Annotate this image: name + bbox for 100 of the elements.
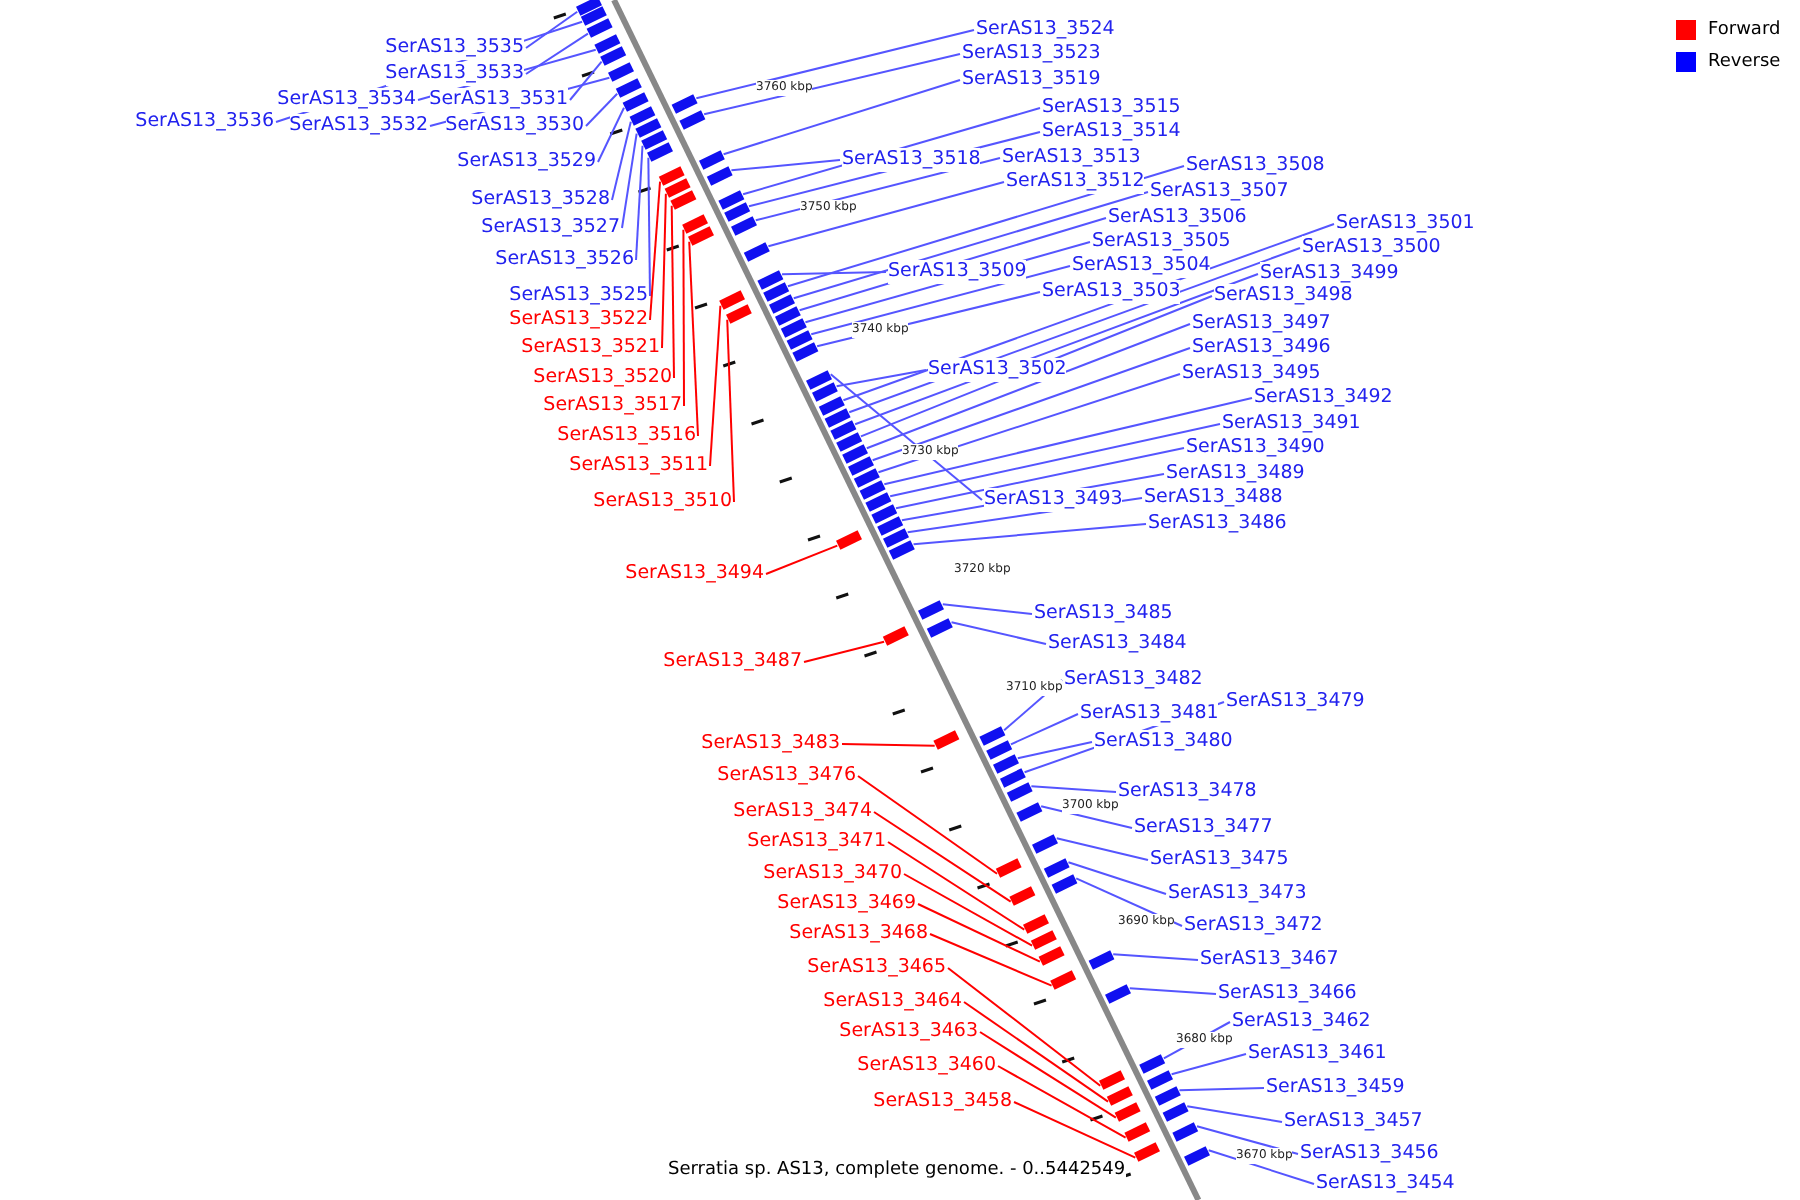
gene-label: SerAS13_3524 bbox=[976, 18, 1115, 42]
gene-block bbox=[792, 342, 819, 362]
leader-line bbox=[1075, 877, 1183, 927]
gene-label: SerAS13_3502 bbox=[928, 358, 1067, 382]
gene-block bbox=[836, 530, 862, 550]
gene-label: SerAS13_3508 bbox=[1186, 154, 1325, 178]
gene-label: SerAS13_3499 bbox=[1260, 262, 1399, 286]
gene-block bbox=[1172, 1122, 1199, 1142]
leader-line bbox=[670, 204, 675, 379]
leader-line bbox=[703, 53, 961, 116]
gene-block bbox=[780, 318, 807, 338]
gene-block bbox=[647, 142, 673, 162]
gene-block bbox=[682, 214, 708, 234]
gene-label: SerAS13_3482 bbox=[1064, 668, 1203, 692]
gene-label: SerAS13_3459 bbox=[1266, 1076, 1405, 1100]
gene-label: SerAS13_3474 bbox=[733, 800, 872, 824]
gene-block bbox=[608, 62, 634, 82]
gene-label: SerAS13_3470 bbox=[763, 862, 902, 886]
leader-line bbox=[1128, 987, 1217, 995]
gene-label: SerAS13_3532 bbox=[289, 114, 428, 138]
leader-line bbox=[1170, 1053, 1247, 1076]
leader-line bbox=[767, 181, 1005, 248]
gene-block bbox=[1134, 1142, 1160, 1162]
gene-label: SerAS13_3466 bbox=[1218, 982, 1357, 1006]
gene-label: SerAS13_3476 bbox=[717, 764, 856, 788]
gene-label: SerAS13_3504 bbox=[1072, 254, 1211, 278]
leader-line bbox=[1030, 785, 1117, 793]
leader-line bbox=[829, 373, 983, 501]
leader-line bbox=[950, 621, 1047, 645]
gene-block bbox=[743, 242, 770, 262]
gene-block bbox=[1099, 1070, 1125, 1090]
leader-line bbox=[895, 447, 1185, 510]
gene-block bbox=[724, 202, 751, 222]
leader-line bbox=[569, 60, 603, 101]
gene-label: SerAS13_3475 bbox=[1150, 848, 1289, 872]
gene-block bbox=[763, 282, 790, 302]
gene-label: SerAS13_3490 bbox=[1186, 436, 1325, 460]
gene-block bbox=[679, 110, 706, 130]
gene-label: SerAS13_3491 bbox=[1222, 412, 1361, 436]
gene-block bbox=[664, 178, 691, 198]
gene-block bbox=[859, 480, 886, 500]
gene-label: SerAS13_3511 bbox=[569, 454, 708, 478]
gene-block bbox=[769, 294, 795, 314]
gene-block bbox=[812, 382, 838, 402]
gene-block bbox=[1009, 886, 1036, 906]
leader-line bbox=[722, 79, 961, 156]
gene-label: SerAS13_3509 bbox=[888, 260, 1027, 284]
gene-label: SerAS13_3472 bbox=[1184, 914, 1323, 938]
gene-block bbox=[836, 432, 863, 452]
gene-label: SerAS13_3489 bbox=[1166, 462, 1305, 486]
gene-block bbox=[1105, 984, 1131, 1004]
gene-label: SerAS13_3505 bbox=[1092, 230, 1231, 254]
gene-block bbox=[818, 396, 845, 416]
leader-line bbox=[1195, 1125, 1299, 1155]
gene-label: SerAS13_3493 bbox=[984, 488, 1123, 512]
gene-label: SerAS13_3480 bbox=[1094, 730, 1233, 754]
gene-block bbox=[622, 92, 649, 112]
gene-label: SerAS13_3522 bbox=[509, 308, 648, 332]
gene-block bbox=[806, 370, 832, 390]
gene-block bbox=[1147, 1070, 1173, 1090]
leader-line bbox=[1067, 861, 1167, 895]
leader-line bbox=[873, 811, 1012, 903]
gene-block bbox=[635, 118, 662, 138]
gene-block bbox=[580, 6, 607, 26]
gene-block bbox=[594, 34, 621, 54]
leader-line bbox=[621, 132, 638, 229]
leader-line bbox=[1207, 1149, 1315, 1185]
leader-line bbox=[865, 323, 1191, 450]
gene-block bbox=[731, 216, 757, 236]
leader-line bbox=[963, 1001, 1110, 1103]
gene-block bbox=[671, 94, 698, 114]
leader-line bbox=[929, 933, 1053, 987]
gene-block bbox=[615, 78, 642, 98]
gene-block bbox=[883, 528, 909, 548]
gene-label: SerAS13_3494 bbox=[625, 562, 764, 586]
gene-block bbox=[726, 304, 752, 324]
gene-block bbox=[1032, 834, 1058, 854]
gene-label: SerAS13_3496 bbox=[1192, 336, 1331, 360]
leader-line bbox=[525, 10, 579, 49]
leader-line bbox=[803, 640, 886, 663]
gene-label: SerAS13_3488 bbox=[1144, 486, 1283, 510]
gene-label: SerAS13_3487 bbox=[663, 650, 802, 674]
leader-line bbox=[585, 92, 619, 127]
gene-block bbox=[775, 306, 801, 326]
gene-label: SerAS13_3518 bbox=[842, 148, 981, 172]
leader-line bbox=[792, 191, 1149, 300]
leader-line bbox=[883, 397, 1253, 486]
gene-label: SerAS13_3495 bbox=[1182, 362, 1321, 386]
gene-block bbox=[842, 444, 868, 464]
gene-label: SerAS13_3513 bbox=[1002, 146, 1141, 170]
gene-label: SerAS13_3492 bbox=[1254, 386, 1393, 410]
gene-label: SerAS13_3467 bbox=[1200, 948, 1339, 972]
gene-label: SerAS13_3456 bbox=[1300, 1142, 1439, 1166]
leader-line bbox=[1013, 1101, 1137, 1159]
gene-block bbox=[1162, 1102, 1189, 1122]
leader-line bbox=[688, 240, 699, 437]
gene-label: SerAS13_3536 bbox=[135, 110, 274, 134]
gene-block bbox=[1016, 802, 1043, 822]
gene-block bbox=[1043, 858, 1070, 878]
gene-label: SerAS13_3471 bbox=[747, 830, 886, 854]
